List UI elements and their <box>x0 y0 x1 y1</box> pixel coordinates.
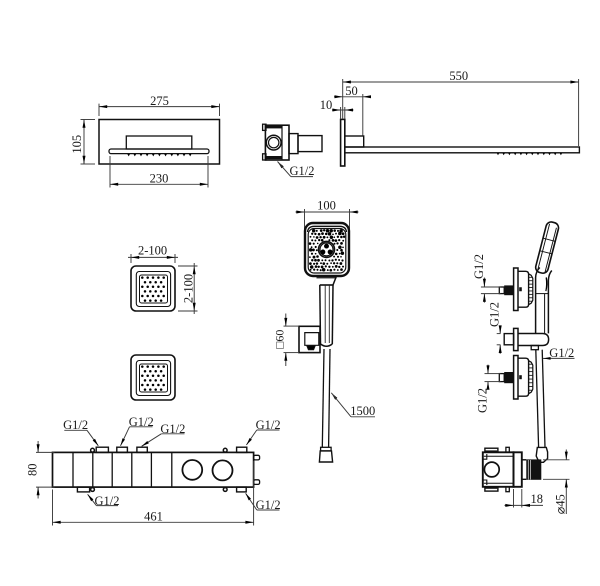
svg-text:105: 105 <box>70 135 84 154</box>
svg-text:G1/2: G1/2 <box>256 418 281 432</box>
svg-text:G1/2: G1/2 <box>549 346 574 360</box>
svg-text:1500: 1500 <box>350 404 375 418</box>
svg-text:⌀45: ⌀45 <box>553 494 567 514</box>
svg-text:G1/2: G1/2 <box>256 498 281 512</box>
svg-text:G1/2: G1/2 <box>95 494 120 508</box>
svg-text:G1/2: G1/2 <box>476 388 490 413</box>
svg-text:G1/2: G1/2 <box>129 415 154 429</box>
svg-text:G1/2: G1/2 <box>488 302 502 327</box>
svg-text:10: 10 <box>320 98 333 112</box>
svg-text:461: 461 <box>144 510 163 524</box>
svg-text:80: 80 <box>26 464 40 477</box>
svg-text:275: 275 <box>150 94 169 108</box>
svg-text:G1/2: G1/2 <box>160 422 185 436</box>
svg-text:550: 550 <box>449 69 468 83</box>
svg-text:G1/2: G1/2 <box>472 254 486 279</box>
svg-text:100: 100 <box>317 199 336 213</box>
svg-text:230: 230 <box>150 171 169 185</box>
svg-text:G1/2: G1/2 <box>290 164 315 178</box>
svg-text:□60: □60 <box>273 330 287 349</box>
svg-text:2-100: 2-100 <box>182 274 196 303</box>
svg-text:2-100: 2-100 <box>138 244 167 258</box>
svg-text:18: 18 <box>531 492 544 506</box>
svg-text:50: 50 <box>345 84 358 98</box>
svg-text:G1/2: G1/2 <box>63 418 88 432</box>
